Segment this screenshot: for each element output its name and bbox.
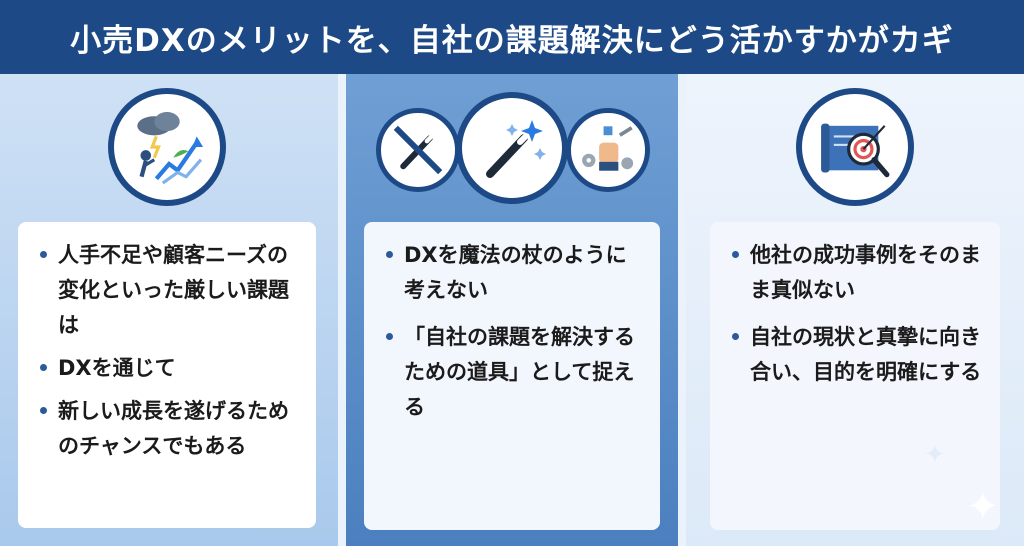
magic-wand-icon	[456, 92, 568, 204]
tools-list: DXを魔法の杖のように考えない 「自社の課題を解決するための道具」として捉える	[386, 238, 646, 425]
purpose-card: 他社の成功事例をそのまま真似ない 自社の現状と真摯に向き合い、目的を明確にする	[710, 222, 1000, 530]
tools-fist-icon	[566, 108, 650, 192]
blueprint-target-icon	[796, 88, 914, 206]
list-item: 人手不足や顧客ニーズの変化といった厳しい課題は	[40, 238, 302, 343]
list-item: 他社の成功事例をそのまま真似ない	[732, 238, 986, 308]
no-magic-wand-icon	[376, 108, 460, 192]
column-tools: DXを魔法の杖のように考えない 「自社の課題を解決するための道具」として捉える	[346, 74, 678, 546]
sparkle-icon: ✦	[924, 440, 946, 470]
list-item: DXを魔法の杖のように考えない	[386, 238, 646, 308]
list-item: 自社の現状と真摯に向き合い、目的を明確にする	[732, 320, 986, 390]
column-purpose: 他社の成功事例をそのまま真似ない 自社の現状と真摯に向き合い、目的を明確にする	[686, 74, 1024, 546]
column-challenges: 人手不足や顧客ニーズの変化といった厳しい課題は DXを通じて 新しい成長を遂げる…	[0, 74, 338, 546]
challenges-list: 人手不足や顧客ニーズの変化といった厳しい課題は DXを通じて 新しい成長を遂げる…	[40, 238, 302, 464]
list-item: DXを通じて	[40, 351, 302, 386]
sparkle-icon: ✦	[966, 484, 1000, 530]
list-item: 新しい成長を遂げるためのチャンスでもある	[40, 394, 302, 464]
page-title: 小売DXのメリットを、自社の課題解決にどう活かすかがカギ	[70, 22, 954, 59]
list-item: 「自社の課題を解決するための道具」として捉える	[386, 320, 646, 425]
challenges-card: 人手不足や顧客ニーズの変化といった厳しい課題は DXを通じて 新しい成長を遂げる…	[18, 222, 316, 528]
storm-to-growth-icon	[108, 88, 226, 206]
header-banner: 小売DXのメリットを、自社の課題解決にどう活かすかがカギ	[0, 0, 1024, 74]
tools-card: DXを魔法の杖のように考えない 「自社の課題を解決するための道具」として捉える	[364, 222, 660, 530]
purpose-list: 他社の成功事例をそのまま真似ない 自社の現状と真摯に向き合い、目的を明確にする	[732, 238, 986, 390]
